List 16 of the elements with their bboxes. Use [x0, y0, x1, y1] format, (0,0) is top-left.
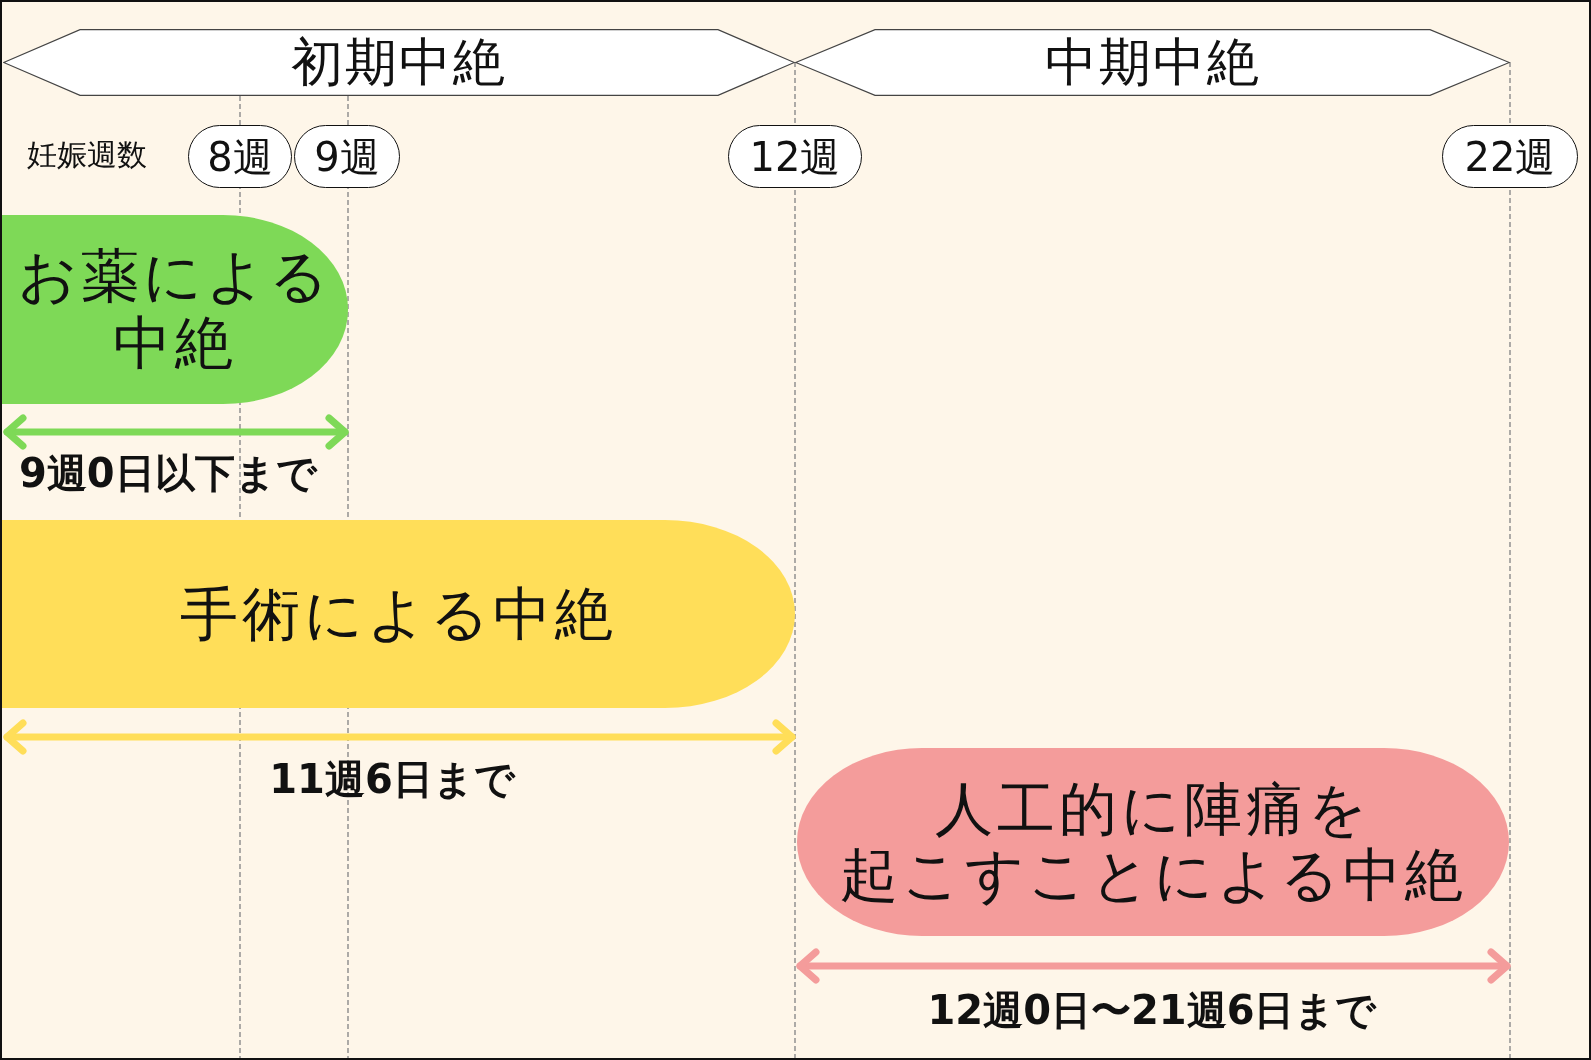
phase-title: 初期中絶 — [291, 32, 507, 93]
method-bar — [797, 748, 1509, 936]
method-label: 手術による中絶 — [180, 580, 617, 648]
method-bar — [2, 520, 795, 708]
duration-label: 9週0日以下まで — [19, 450, 317, 496]
week-marker: 12週 — [728, 125, 862, 188]
duration-label: 12週0日〜21週6日まで — [927, 987, 1377, 1033]
week-marker: 9週 — [294, 125, 400, 188]
week-marker: 8週 — [188, 125, 292, 188]
phase-title: 中期中絶 — [1044, 32, 1261, 93]
duration-label: 11週6日まで — [269, 756, 515, 802]
method-label: 人工的に陣痛を起こすことによる中絶 — [838, 775, 1468, 909]
method-bar — [2, 215, 348, 404]
axis-label: 妊娠週数 — [27, 137, 147, 173]
method-label: お薬による中絶 — [17, 243, 333, 376]
week-marker: 22週 — [1442, 125, 1578, 188]
